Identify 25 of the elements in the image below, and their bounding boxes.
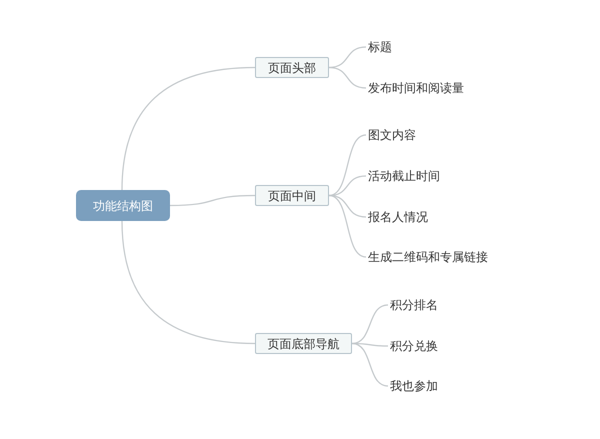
subtopic-label: 图文内容: [366, 126, 418, 144]
connector-line: [352, 342, 388, 347]
topic-box: 页面底部导航: [255, 333, 352, 354]
subtopic-label: 生成二维码和专属链接: [366, 248, 490, 266]
subtopic-label: 发布时间和阅读量: [366, 79, 466, 97]
connector-line: [328, 134, 366, 196]
connector-line: [121, 220, 256, 344]
root-topic-box: 功能结构图: [76, 190, 170, 221]
subtopic-label: 报名人情况: [366, 208, 430, 226]
topic-box: 页面头部: [255, 57, 329, 78]
subtopic-label: 我也参加: [388, 377, 440, 395]
connector-line: [352, 342, 388, 387]
connector-line: [328, 194, 366, 218]
connector-line: [121, 66, 256, 190]
topic-box: 页面中间: [255, 185, 329, 206]
connector-line: [328, 46, 366, 68]
subtopic-label: 活动截止时间: [366, 167, 442, 185]
connector-line: [170, 194, 256, 206]
subtopic-label: 标题: [366, 38, 394, 56]
connector-line: [328, 175, 366, 196]
connector-line: [352, 304, 388, 344]
subtopic-label: 积分兑换: [388, 337, 440, 355]
subtopic-label: 积分排名: [388, 296, 440, 314]
connector-line: [328, 194, 366, 258]
connector-line: [328, 66, 366, 89]
